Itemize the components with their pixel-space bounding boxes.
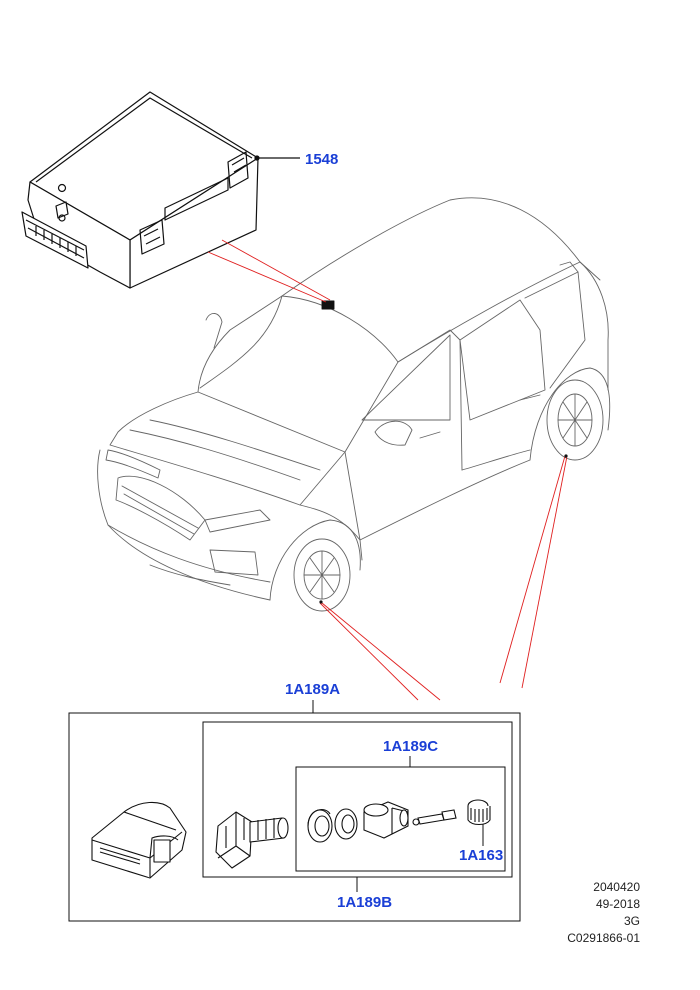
callout-1a189c: 1A189C <box>383 738 439 755</box>
footer-ref-line-3: 3G <box>623 914 640 928</box>
kit-inner-frame <box>295 766 506 872</box>
front-wheel-leader-dot <box>319 600 323 604</box>
tpms-sensor <box>91 801 187 879</box>
valve-parts <box>307 799 491 843</box>
kit-outer-frame <box>68 712 521 922</box>
callout-1a163: 1A163 <box>459 847 504 864</box>
callout-1548: 1548 <box>305 151 339 168</box>
valve-stem <box>215 811 289 869</box>
vehicle-illustration <box>97 197 611 612</box>
callout-1a189a: 1A189A <box>285 681 341 698</box>
red-leader-lines <box>207 239 568 701</box>
kit-frames <box>68 700 521 922</box>
rear-wheel-leader-dot <box>564 454 568 458</box>
footer-ref-line-1: 2040420 <box>593 880 640 894</box>
tpms-control-module <box>21 91 300 289</box>
callout-1a189b: 1A189B <box>337 894 393 911</box>
footer-ref-line-2: 49-2018 <box>595 897 640 911</box>
footer-ref-line-4: C0291866-01 <box>567 931 640 945</box>
